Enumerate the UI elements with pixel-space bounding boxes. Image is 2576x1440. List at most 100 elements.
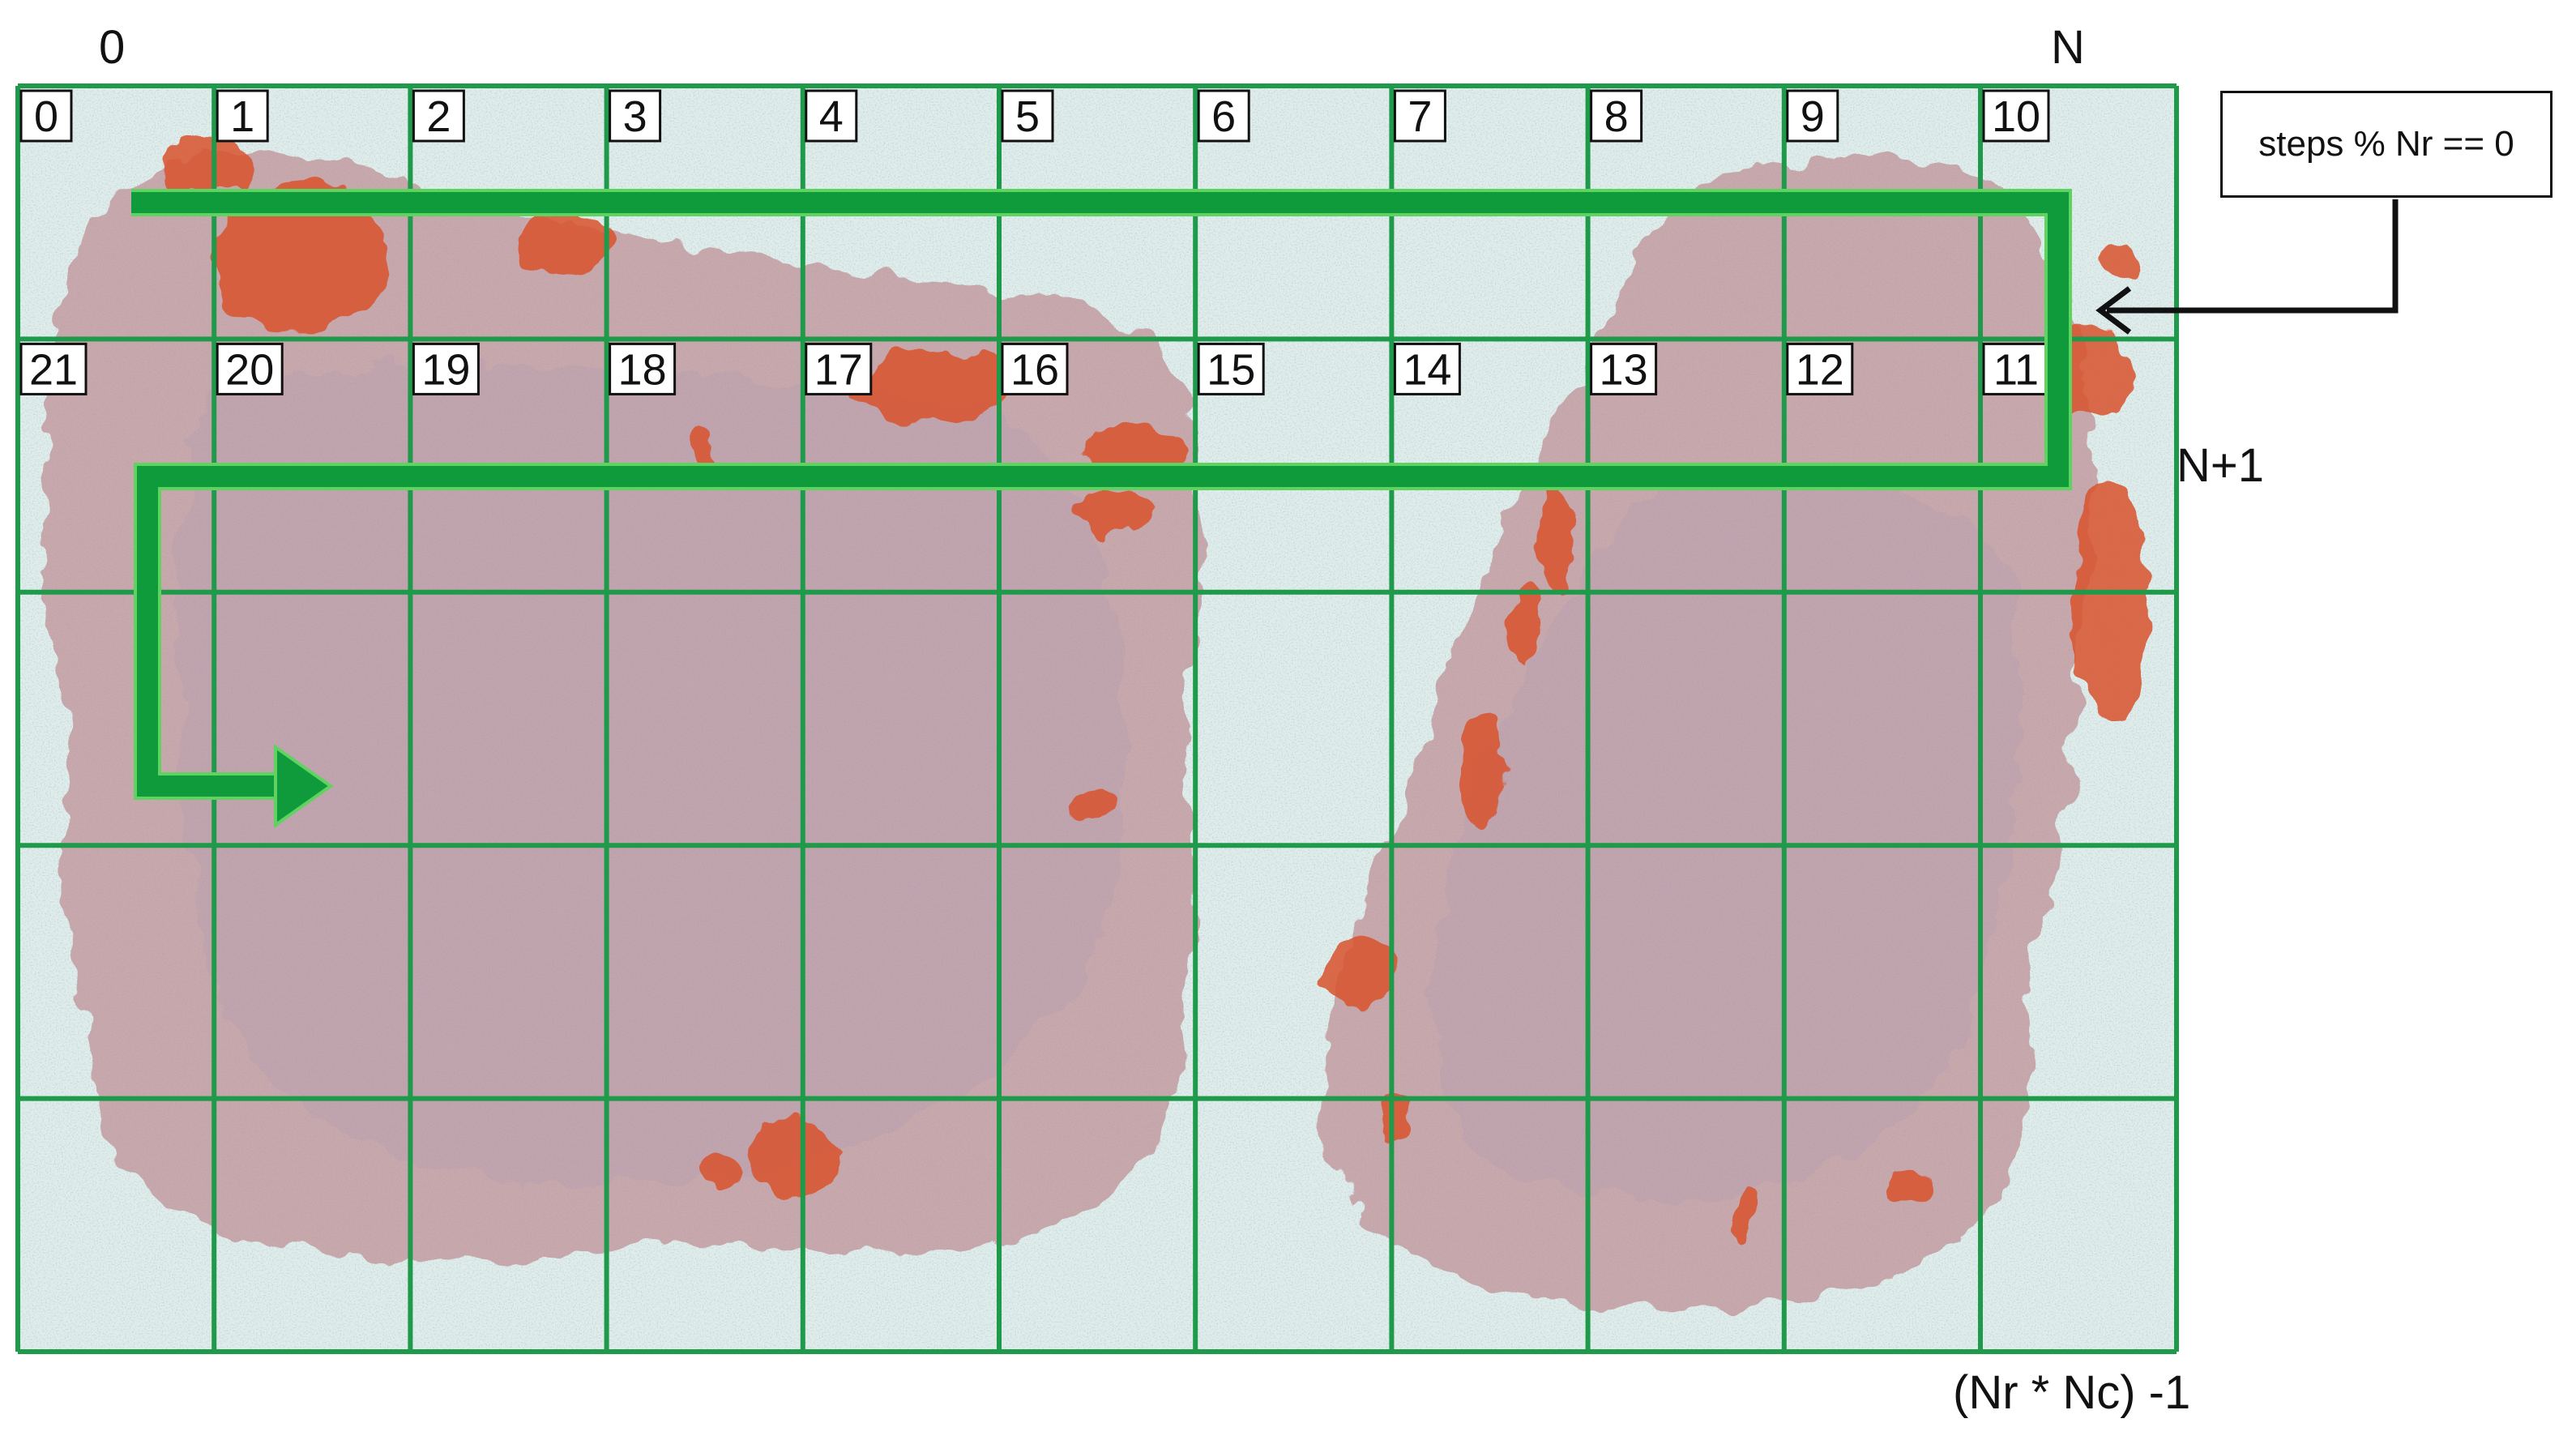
tile-number-frame: [1001, 342, 1069, 395]
tile-number: 8: [1604, 92, 1629, 141]
stain-blob: [1463, 713, 1503, 827]
tile-number-frame: [1590, 342, 1658, 395]
tile-number-frame: [1197, 89, 1250, 143]
stain-blob: [211, 186, 389, 332]
tile-number-box: 11: [1982, 342, 2050, 395]
tile-number-box: 7: [1393, 89, 1446, 143]
tile-number-frame: [1590, 89, 1643, 143]
tile-number-box: 21: [19, 342, 88, 395]
column-start-label: 0: [99, 21, 126, 74]
tile-number-box: 18: [609, 342, 677, 395]
tile-number-frame: [1982, 89, 2050, 143]
tile-number-frame: [609, 89, 662, 143]
tile-number: 12: [1796, 345, 1844, 394]
tile-number-box: 19: [412, 342, 480, 395]
stain-blob: [1070, 488, 1151, 533]
tile-number: 2: [426, 92, 451, 141]
tile-number: 18: [618, 345, 667, 394]
tile-number: 11: [1993, 345, 2039, 394]
stain-blob: [2074, 478, 2147, 721]
tile-number: 20: [225, 345, 274, 394]
tile-number: 16: [1010, 345, 1059, 394]
tile-number: 19: [421, 345, 470, 394]
tile-number-frame: [1786, 89, 1839, 143]
tile-number-box: 2: [412, 89, 465, 143]
tile-number: 13: [1600, 345, 1648, 394]
tile-grid: [15, 83, 2179, 1354]
tile-number-frame: [412, 342, 480, 395]
tile-number-frame: [19, 342, 88, 395]
condition-pointer-head: [2095, 286, 2132, 335]
tile-number-frame: [609, 342, 677, 395]
tile-number-frame: [1393, 89, 1446, 143]
tile-number-frame: [412, 89, 465, 143]
tile-number-frame: [805, 342, 873, 395]
stain-blob: [851, 353, 1013, 425]
serpentine-path-arrow: [131, 189, 2072, 828]
stain-blob: [519, 211, 616, 276]
tile-number-box: 6: [1197, 89, 1250, 143]
stain-blob: [1730, 1191, 1754, 1240]
tile-number-box: 16: [1001, 342, 1069, 395]
tile-number-frame: [1786, 342, 1854, 395]
stain-blob: [705, 1160, 737, 1190]
tile-number-box: 15: [1197, 342, 1265, 395]
tile-number-frame: [1001, 89, 1054, 143]
tile-number: 5: [1015, 92, 1040, 141]
tile-number-box: 4: [805, 89, 858, 143]
stain-blob: [1540, 478, 1572, 592]
tile-number-box: 17: [805, 342, 873, 395]
stain-blob: [1070, 786, 1118, 818]
tile-number: 10: [1992, 92, 2040, 141]
tile-number: 0: [34, 92, 58, 141]
tile-number-box: 1: [216, 89, 269, 143]
tile-number-frame: [1393, 342, 1461, 395]
tissue-texture: [18, 86, 2177, 1352]
last-tile-label: (Nr * Nc) -1: [1953, 1366, 2191, 1419]
condition-pointer-line: [2107, 199, 2399, 314]
tile-number-box: 12: [1786, 342, 1854, 395]
tile-number: 15: [1207, 345, 1255, 394]
stain-blob: [693, 429, 717, 462]
condition-box: steps % Nr == 0: [2220, 91, 2553, 198]
condition-label: steps % Nr == 0: [2258, 124, 2514, 164]
tile-number: 21: [29, 345, 78, 394]
stain-blob: [1382, 1094, 1414, 1143]
serpentine-path-arrowhead: [274, 744, 334, 828]
tile-number-frame: [216, 342, 284, 395]
tile-number-box: 0: [19, 89, 73, 143]
tile-number: 17: [814, 345, 863, 394]
tile-number: 4: [819, 92, 844, 141]
tile-number-box: 10: [1982, 89, 2050, 143]
stain-blob: [1888, 1167, 1937, 1199]
tile-number-frame: [1197, 342, 1265, 395]
stain-blob: [745, 1122, 843, 1195]
tile-number-frame: [19, 89, 73, 143]
tile-number-box: 20: [216, 342, 284, 395]
stain-blob: [162, 142, 259, 190]
stain-blob: [1321, 940, 1402, 1005]
condition-pointer-arrow: [2095, 199, 2399, 335]
tile-number-box: 9: [1786, 89, 1839, 143]
tile-number-box: 13: [1590, 342, 1658, 395]
tile-number-box: 3: [609, 89, 662, 143]
column-end-label: N: [2051, 21, 2085, 74]
row-two-label: N+1: [2177, 439, 2265, 492]
stain-blob: [1509, 575, 1538, 673]
tile-number: 3: [623, 92, 647, 141]
tile-number-frame: [805, 89, 858, 143]
tile-number-box: 8: [1590, 89, 1643, 143]
serpentine-path-line: [131, 192, 2069, 797]
tile-number-box: 5: [1001, 89, 1054, 143]
tile-number: 6: [1211, 92, 1236, 141]
tile-number: 1: [230, 92, 254, 141]
tile-number: 7: [1408, 92, 1432, 141]
tile-number: 14: [1403, 345, 1451, 394]
stain-blob: [2105, 240, 2141, 279]
tile-number-frame: [216, 89, 269, 143]
tile-number: 9: [1801, 92, 1825, 141]
tile-number-box: 14: [1393, 342, 1461, 395]
